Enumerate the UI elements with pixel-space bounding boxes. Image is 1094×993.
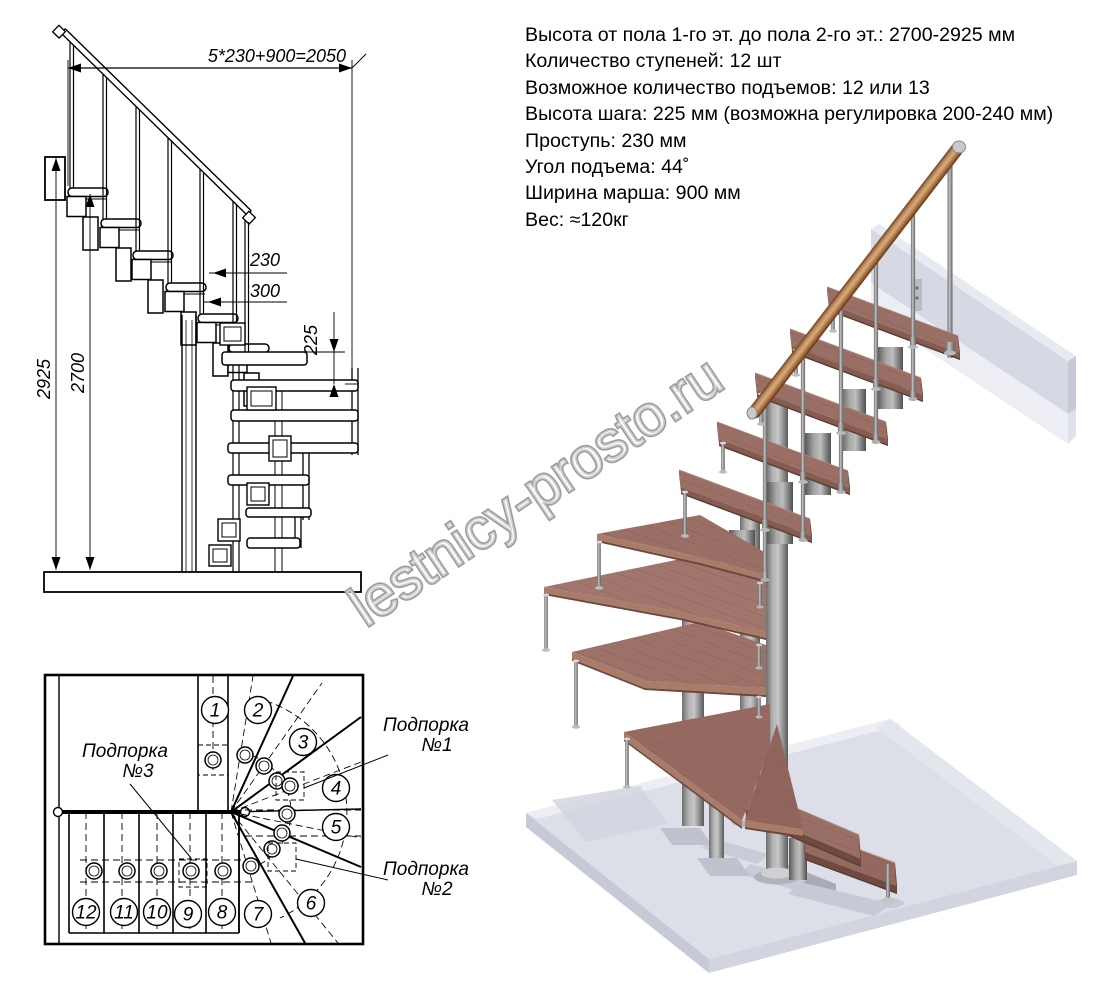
svg-text:11: 11 <box>114 903 134 924</box>
svg-text:2925: 2925 <box>34 358 54 400</box>
svg-text:8: 8 <box>217 903 228 924</box>
svg-text:6: 6 <box>306 894 317 915</box>
svg-text:3: 3 <box>298 733 309 754</box>
svg-text:1: 1 <box>210 701 221 722</box>
svg-text:230: 230 <box>249 250 280 270</box>
svg-text:Подпорка: Подпорка <box>383 859 469 880</box>
svg-text:Подпорка: Подпорка <box>82 741 168 762</box>
svg-text:7: 7 <box>253 905 265 926</box>
svg-text:№3: №3 <box>122 761 154 782</box>
svg-text:10: 10 <box>146 903 168 924</box>
svg-text:5: 5 <box>331 818 342 839</box>
svg-text:225: 225 <box>301 324 321 356</box>
svg-text:№2: №2 <box>421 879 453 900</box>
svg-text:12: 12 <box>75 903 97 924</box>
svg-text:5*230+900=2050: 5*230+900=2050 <box>208 46 346 66</box>
svg-text:300: 300 <box>250 281 280 301</box>
svg-text:2700: 2700 <box>68 353 88 394</box>
svg-text:9: 9 <box>183 905 194 926</box>
svg-text:Подпорка: Подпорка <box>383 715 469 736</box>
svg-text:№1: №1 <box>421 735 452 756</box>
svg-text:2: 2 <box>252 701 264 722</box>
svg-text:4: 4 <box>331 779 342 800</box>
